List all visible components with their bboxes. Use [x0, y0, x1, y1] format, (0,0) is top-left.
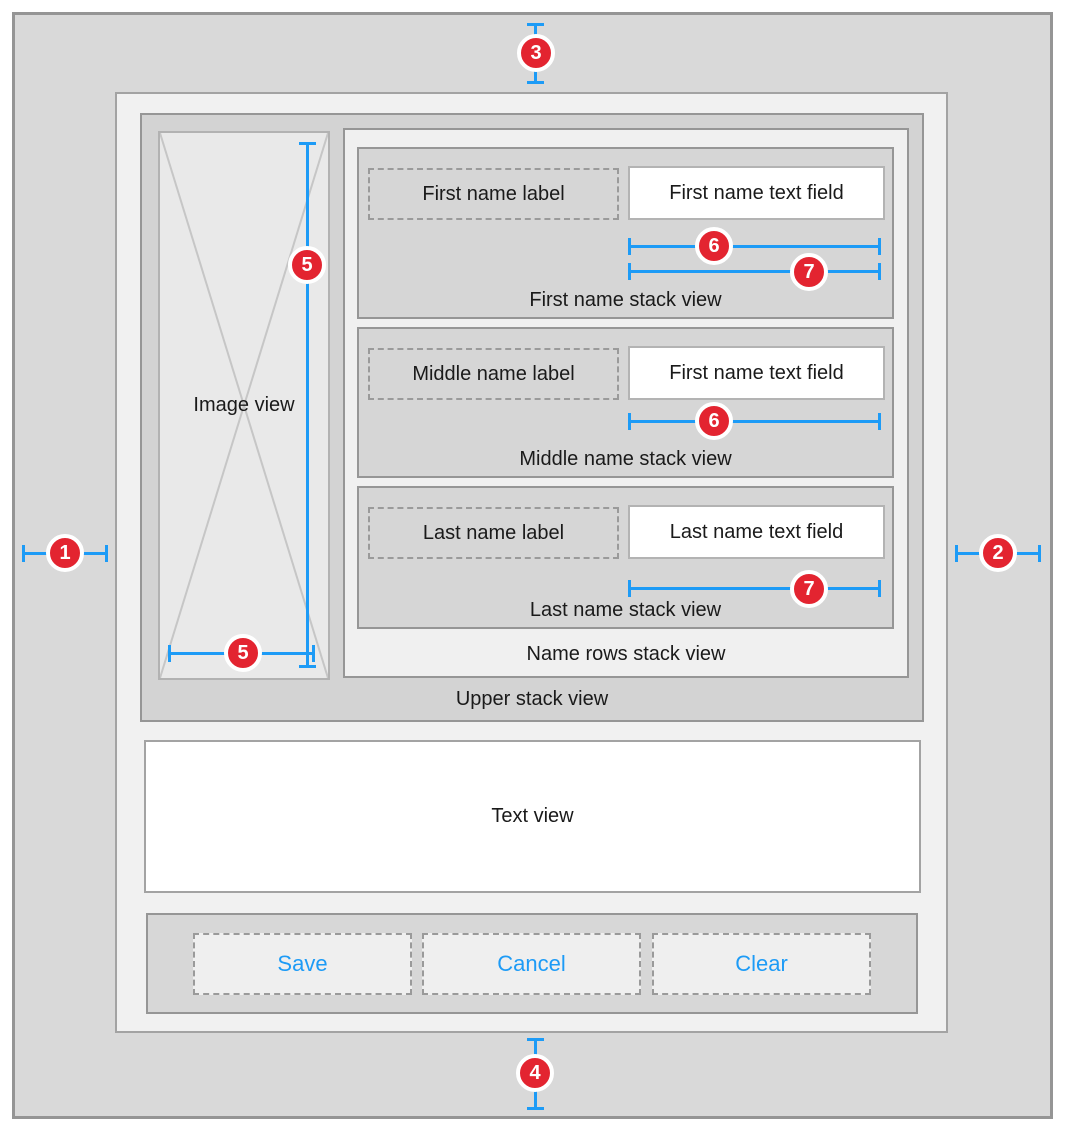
dimension-line-equal-width-first — [628, 238, 881, 255]
constraint-marker-3: 3 — [517, 34, 555, 72]
dimension-line-field-width-first — [628, 263, 881, 280]
dimension-line-image-height — [299, 142, 316, 668]
constraint-marker-6-middle: 6 — [695, 402, 733, 440]
save-button[interactable]: Save — [193, 933, 412, 995]
name-rows-caption: Name rows stack view — [526, 643, 726, 665]
last-name-label-placeholder: Last name label — [368, 507, 619, 559]
last-name-text-field[interactable]: Last name text field — [628, 505, 885, 559]
constraint-marker-5-width: 5 — [224, 634, 262, 672]
text-view[interactable]: Text view — [144, 740, 921, 893]
image-view-label: Image view — [193, 394, 295, 416]
constraint-marker-6-first: 6 — [695, 227, 733, 265]
last-name-stack-caption: Last name stack view — [529, 599, 722, 621]
upper-stack-caption: Upper stack view — [455, 688, 609, 710]
first-name-text-field[interactable]: First name text field — [628, 166, 885, 220]
constraint-marker-2: 2 — [979, 534, 1017, 572]
constraint-marker-7-first: 7 — [790, 253, 828, 291]
cancel-button[interactable]: Cancel — [422, 933, 641, 995]
constraint-marker-5-height: 5 — [288, 246, 326, 284]
constraint-marker-7-last: 7 — [790, 570, 828, 608]
dimension-line-equal-width-middle — [628, 413, 881, 430]
image-view: Image view — [158, 131, 330, 680]
first-name-stack-caption: First name stack view — [529, 289, 722, 311]
first-name-label-placeholder: First name label — [368, 168, 619, 220]
clear-button[interactable]: Clear — [652, 933, 871, 995]
constraint-marker-4: 4 — [516, 1054, 554, 1092]
dimension-line-field-width-last — [628, 580, 881, 597]
middle-name-text-field[interactable]: First name text field — [628, 346, 885, 400]
middle-name-label-placeholder: Middle name label — [368, 348, 619, 400]
image-placeholder-x-icon — [160, 133, 328, 678]
middle-name-stack-caption: Middle name stack view — [519, 448, 732, 470]
constraint-marker-1: 1 — [46, 534, 84, 572]
